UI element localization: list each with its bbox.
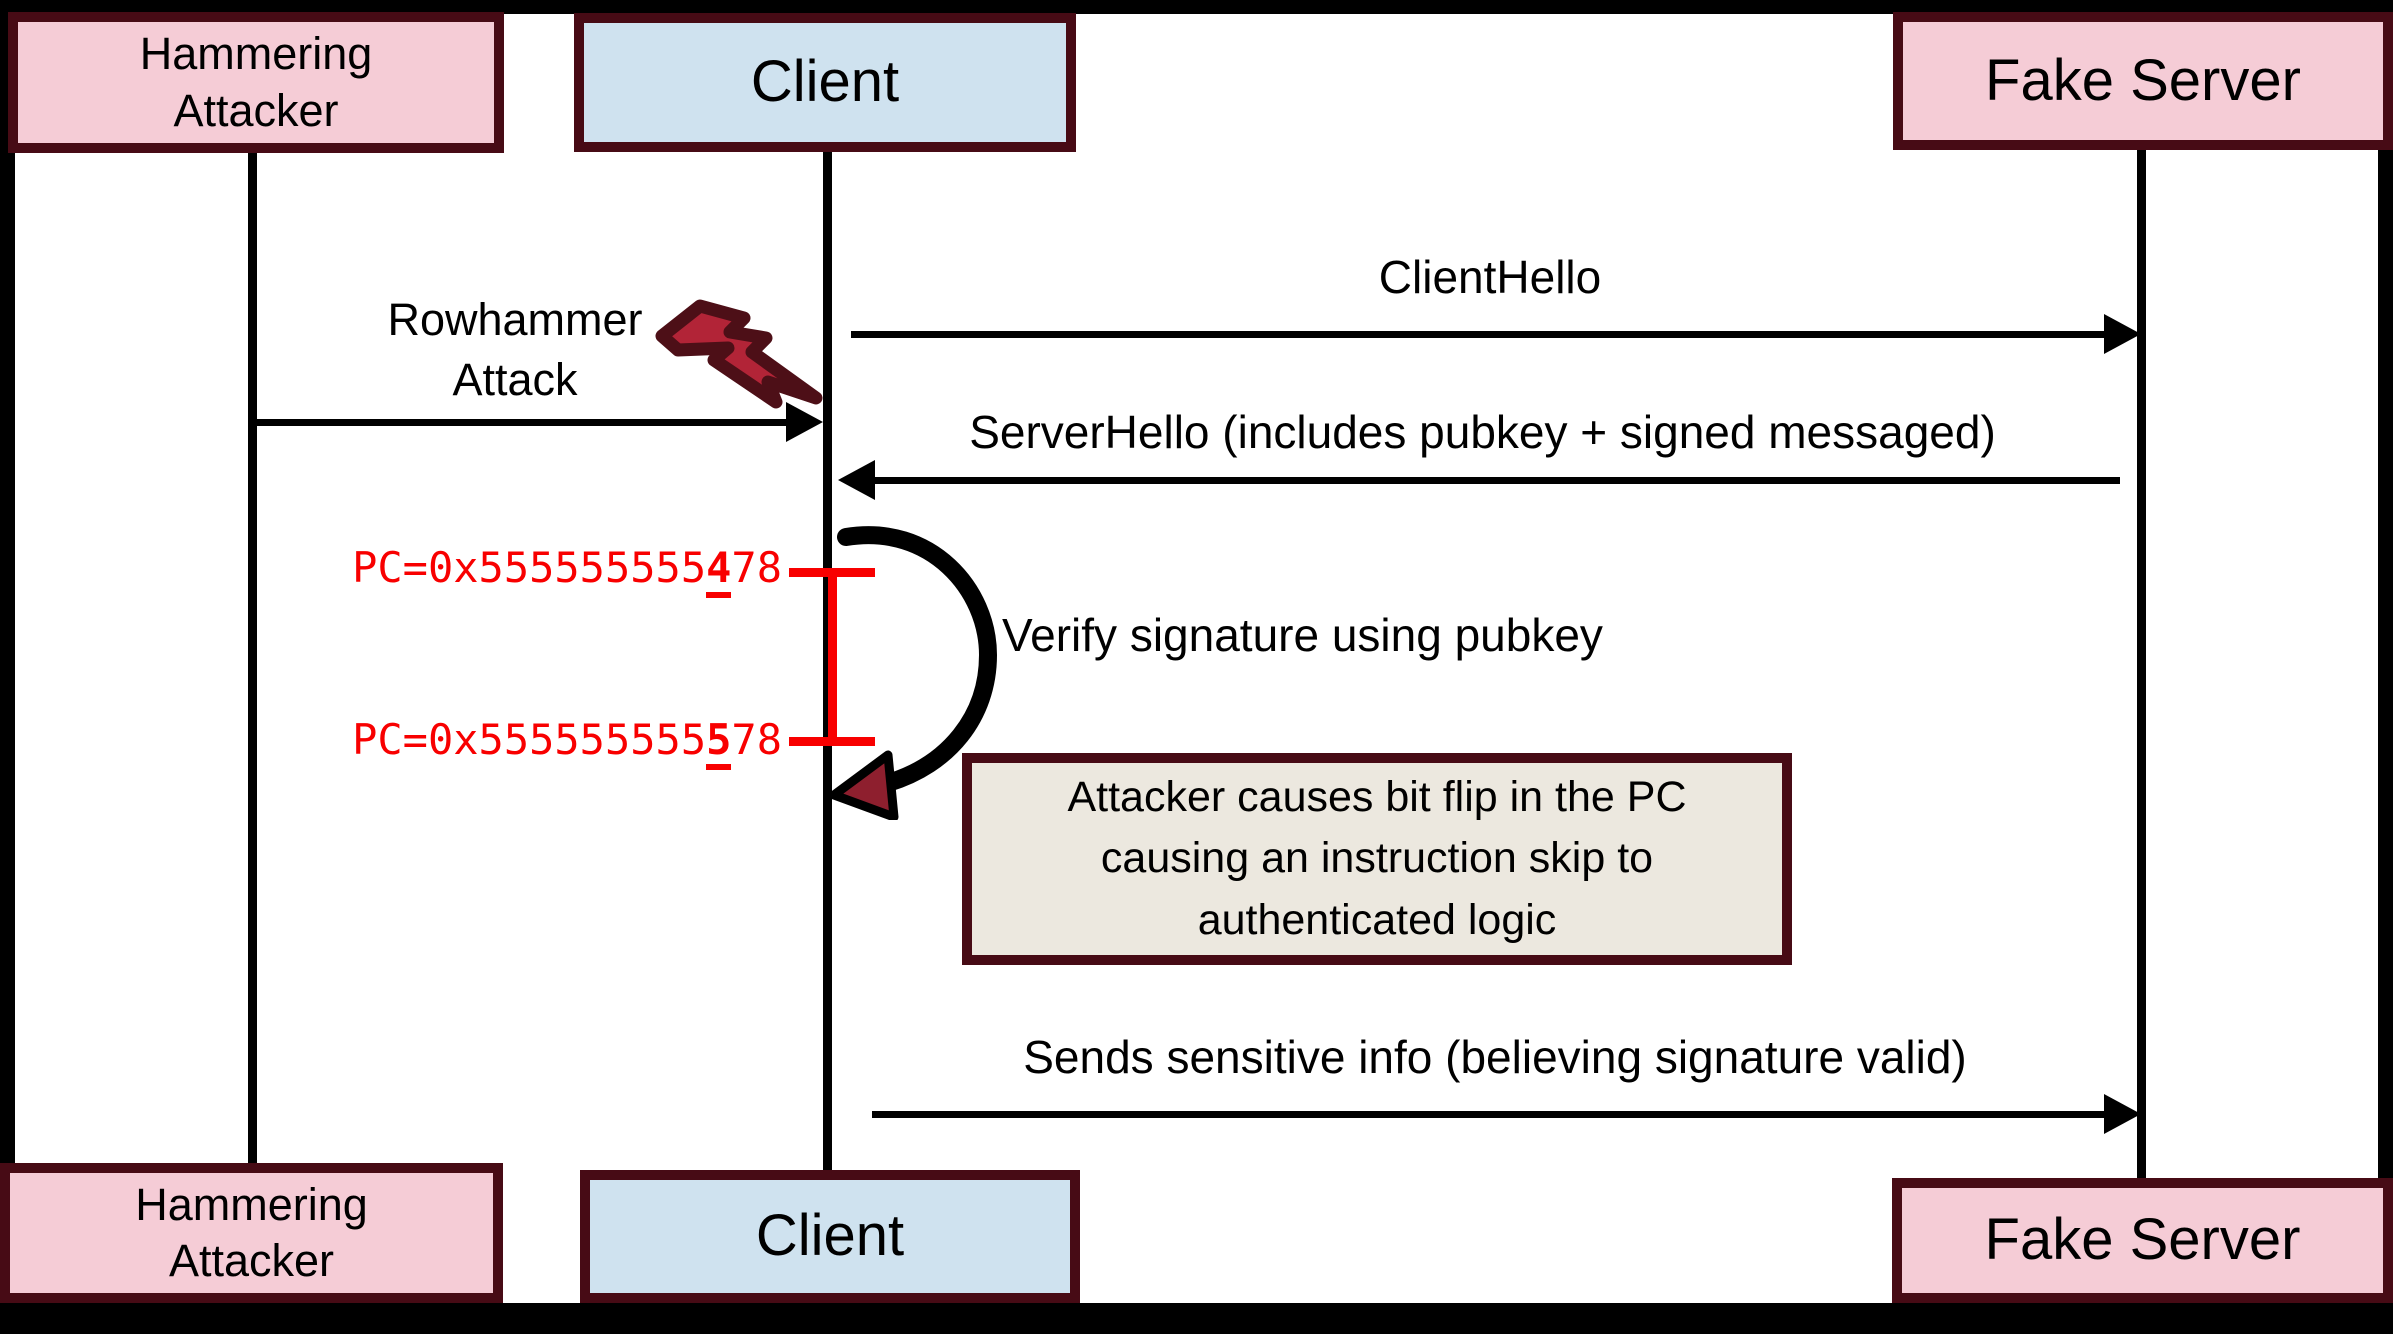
arrow-shaft — [870, 477, 2120, 484]
actor-label: Attacker — [168, 1235, 335, 1286]
pc-before-flip-label: PC=0x555555555478 — [330, 543, 782, 598]
pc-after-flip-label: PC=0x555555555578 — [330, 715, 782, 770]
message-sends-arrow — [872, 1094, 2142, 1134]
message-serverhello-arrow — [838, 460, 2123, 500]
actor-bottom-hammering-attacker: Hammering Attacker — [0, 1163, 503, 1303]
actor-label: Hammering — [139, 28, 373, 80]
self-loop-arrow-icon — [826, 515, 1001, 820]
actor-top-fake-server: Fake Server — [1893, 12, 2393, 150]
flipped-digit: 4 — [706, 543, 732, 598]
message-rowhammer-arrow — [253, 402, 823, 442]
actor-label: Client — [755, 1203, 905, 1269]
message-serverhello-label: ServerHello (includes pubkey + signed me… — [969, 406, 1996, 458]
actor-label: Attacker — [173, 84, 339, 136]
message-rowhammer-label: Rowhammer Attack — [387, 294, 643, 406]
actor-top-hammering-attacker: Hammering Attacker — [8, 12, 504, 153]
message-clienthello-arrow — [851, 314, 2141, 354]
lightning-bolt-icon — [648, 290, 833, 420]
actor-label: Fake Server — [1985, 47, 2301, 113]
arrow-shaft — [872, 1111, 2106, 1118]
bitflip-note: Attacker causes bit flip in the PC causi… — [962, 753, 1792, 965]
flipped-digit: 5 — [706, 715, 732, 770]
actor-top-client: Client — [574, 13, 1076, 152]
actor-bottom-client: Client — [580, 1170, 1080, 1303]
message-verify-label: Verify signature using pubkey — [1002, 609, 1603, 661]
message-clienthello-label: ClientHello — [1378, 251, 1602, 303]
lifeline-client — [823, 150, 832, 1172]
actor-label: Fake Server — [1984, 1207, 2301, 1273]
actor-label: Hammering — [135, 1178, 368, 1230]
arrow-shaft — [851, 331, 2106, 338]
actor-bottom-fake-server: Fake Server — [1892, 1178, 2393, 1303]
pc-activation-bar — [828, 568, 837, 746]
message-sends-label: Sends sensitive info (believing signatur… — [1023, 1031, 1967, 1083]
arrow-shaft — [253, 419, 788, 426]
arrowhead-left-icon — [838, 460, 875, 500]
lifeline-attacker — [248, 153, 257, 1165]
arrowhead-right-icon — [786, 402, 823, 442]
arrowhead-right-icon — [2104, 1094, 2141, 1134]
lifeline-fake-server — [2137, 150, 2146, 1180]
arrowhead-right-icon — [2104, 314, 2141, 354]
actor-label: Client — [750, 49, 900, 115]
